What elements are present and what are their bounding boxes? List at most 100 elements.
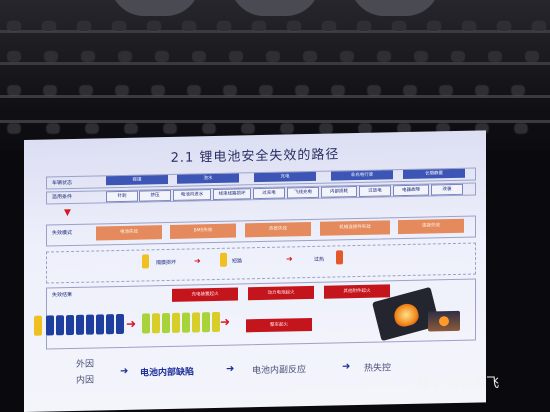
stage-lamp-icon	[78, 22, 90, 31]
arrow-right-icon: ➜	[286, 254, 293, 264]
down-arrow-icon: ▼	[64, 208, 71, 219]
vehicle-state-item: 充电	[254, 171, 316, 183]
stage-lamp-icon	[398, 124, 410, 133]
battery-cell-icon	[220, 252, 227, 267]
stage-lamp-icon	[440, 86, 452, 95]
battery-cell-icon	[336, 250, 343, 265]
stage-lamp-icon	[152, 86, 164, 95]
vehicle-state-item: 长期静置	[403, 168, 465, 180]
stage-lamp-icon	[218, 22, 230, 31]
stage-lamp-icon	[164, 124, 176, 133]
stage-lamp-icon	[230, 52, 242, 61]
battery-cell-icon	[172, 312, 180, 333]
stage-lamp-icon	[260, 86, 272, 95]
ceiling-dome	[230, 0, 320, 16]
internal-chain-box	[46, 242, 476, 284]
stage-lamp-icon	[378, 52, 390, 61]
stage-lamp-icon	[526, 52, 538, 61]
stage-lamp-icon	[8, 52, 20, 61]
arrow-right-icon: ➜	[126, 316, 137, 331]
battery-cell-icon	[56, 315, 64, 336]
stage-lamp-icon	[224, 86, 236, 95]
abuse-condition-item: 过放电	[359, 185, 391, 197]
battery-cell-icon	[96, 314, 104, 335]
ceiling-dome	[110, 0, 200, 16]
stage-lamp-icon	[86, 124, 98, 133]
ceiling-dome	[350, 0, 440, 16]
outer-cause-label: 外因	[76, 359, 95, 370]
battery-cell-icon	[192, 312, 200, 333]
stage-lamp-icon	[463, 22, 475, 31]
fire-photo-thumbnail	[428, 310, 460, 332]
stage-lamp-icon	[304, 52, 316, 61]
battery-cell-icon	[202, 312, 210, 333]
battery-cell-icon	[116, 313, 124, 335]
lighting-truss	[0, 30, 550, 33]
flame-icon	[439, 316, 449, 327]
inner-cause-label: 内因	[76, 375, 95, 386]
arrow-right-icon: ➜	[220, 314, 231, 329]
result-item: 充电装置起火	[172, 287, 238, 302]
stage-lamp-icon	[80, 86, 92, 95]
step-internal-defect: 电池内部缺陷	[140, 367, 195, 379]
battery-cell-icon	[76, 314, 84, 335]
abuse-condition-item: 飞线充电	[287, 186, 319, 199]
slide-title: 2.1 锂电池安全失效的路径	[170, 147, 340, 166]
battery-cell-icon	[152, 313, 160, 334]
stage-lamp-icon	[8, 22, 20, 31]
stage-lamp-icon	[8, 86, 20, 95]
step-thermal-runaway: 热失控	[364, 363, 392, 374]
stage-lamp-icon	[125, 124, 137, 133]
stage-ceiling	[0, 0, 550, 150]
stage-lamp-icon	[8, 124, 20, 133]
abuse-condition-item: 改装	[431, 183, 463, 196]
stage-lamp-icon	[281, 124, 293, 133]
arrow-right-icon: ➜	[226, 363, 235, 375]
stage-lamp-icon	[498, 22, 510, 31]
lighting-truss	[0, 62, 550, 65]
stage-lamp-icon	[242, 124, 254, 133]
stage-lamp-icon	[253, 22, 265, 31]
stage-lamp-icon	[512, 86, 524, 95]
lighting-truss	[0, 95, 550, 98]
stage-lamp-icon	[148, 22, 160, 31]
abuse-condition-item: 电器故障	[393, 184, 429, 197]
stage-lamp-icon	[533, 22, 545, 31]
result-item: 动力电池起火	[248, 285, 314, 301]
stage-lamp-icon	[359, 124, 371, 133]
abuse-condition-item: 挤压	[139, 189, 171, 202]
stage-lamp-icon	[358, 22, 370, 31]
abuse-condition-item: 电池内进水	[173, 189, 211, 201]
abuse-condition-item: 针刺	[106, 190, 138, 203]
stage-lamp-icon	[44, 86, 56, 95]
stage-lamp-icon	[156, 52, 168, 61]
battery-cell-icon	[182, 312, 190, 333]
abuse-condition-item: 过充电	[253, 187, 285, 200]
stage-lamp-icon	[183, 22, 195, 31]
result-item: 其他附件起火	[324, 284, 390, 299]
stage-lamp-icon	[415, 52, 427, 61]
arrow-right-icon: ➜	[194, 256, 201, 266]
stage-lamp-icon	[476, 86, 488, 95]
vehicle-fire-box: 整车起火	[246, 317, 312, 333]
stage-lamp-icon	[188, 86, 200, 95]
vehicle-state-item: 非充电行驶	[331, 170, 393, 181]
stage-lamp-icon	[437, 124, 449, 133]
chain-item-short-circuit: 短路	[232, 258, 243, 265]
vehicle-state-item: 碰撞	[106, 174, 168, 186]
stage-lamp-icon	[45, 52, 57, 61]
step-side-reaction: 电池内副反应	[252, 365, 307, 377]
stage-lamp-icon	[203, 124, 215, 133]
battery-cell-icon	[86, 314, 94, 335]
stage-lamp-icon	[43, 22, 55, 31]
battery-cell-icon	[46, 315, 54, 336]
stage-lamp-icon	[288, 22, 300, 31]
watermark: 知乎 @孙亚飞	[417, 376, 500, 391]
stage-lamp-icon	[119, 52, 131, 61]
stage-lamp-icon	[323, 22, 335, 31]
stage-lamp-icon	[116, 86, 128, 95]
battery-cell-icon	[162, 312, 170, 334]
failure-mode-item: 热管失效	[245, 221, 311, 238]
battery-cell-icon	[34, 315, 42, 336]
projection-screen: 2.1 锂电池安全失效的路径 车辆状态 滥用条件 失效模式 失效结果 碰撞 泡水…	[24, 130, 486, 412]
